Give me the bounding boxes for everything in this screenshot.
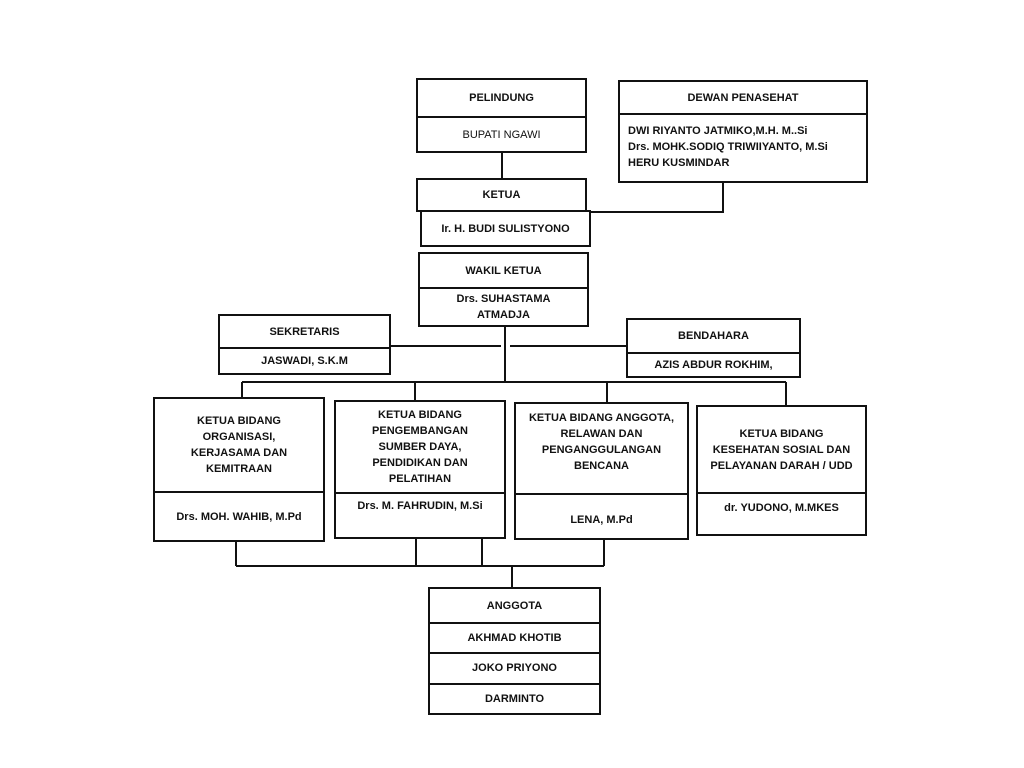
anggota-box: ANGGOTA AKHMAD KHOTIB JOKO PRIYONO DARMI… [428,587,601,715]
bidang-box-3: KETUA BIDANG ANGGOTA, RELAWAN DAN PENGAN… [514,402,689,540]
anggota-member: DARMINTO [430,682,599,713]
bidang-name: LENA, M.Pd [516,493,687,538]
wakil-ketua-title: WAKIL KETUA [465,264,542,277]
ketua-name: Ir. H. BUDI SULISTYONO [441,222,570,235]
bendahara-name: AZIS ABDUR ROKHIM, [628,352,799,376]
sekretaris-title: SEKRETARIS [269,325,340,338]
bidang-title: KETUA BIDANG ORGANISASI, KERJASAMA DAN K… [190,415,288,475]
bidang-title: KETUA BIDANG ANGGOTA, RELAWAN DAN PENGAN… [528,412,675,472]
ketua-title-box: KETUA [416,178,587,212]
dewan-penasehat-box: DEWAN PENASEHAT DWI RIYANTO JATMIKO,M.H.… [618,80,868,183]
bidang-name: dr. YUDONO, M.MKES [698,492,865,534]
ketua-title: KETUA [482,189,521,201]
line-dewan-ketua [586,182,724,213]
dewan-member: Drs. MOHK.SODIQ TRIWIIYANTO, M.Si [628,141,828,153]
wakil-ketua-box: WAKIL KETUA Drs. SUHASTAMA ATMADJA [418,252,589,327]
pelindung-name: BUPATI NGAWI [418,116,585,151]
pelindung-box: PELINDUNG BUPATI NGAWI [416,78,587,153]
bidang-box-1: KETUA BIDANG ORGANISASI, KERJASAMA DAN K… [153,397,325,542]
wakil-ketua-name: Drs. SUHASTAMA ATMADJA [420,287,587,325]
bendahara-box: BENDAHARA AZIS ABDUR ROKHIM, [626,318,801,378]
sekretaris-box: SEKRETARIS JASWADI, S.K.M [218,314,391,375]
pelindung-title: PELINDUNG [469,92,534,104]
bidang-title: KETUA BIDANG PENGEMBANGAN SUMBER DAYA, P… [372,409,468,485]
bidang-box-4: KETUA BIDANG KESEHATAN SOSIAL DAN PELAYA… [696,405,867,536]
bidang-name: Drs. M. FAHRUDIN, M.Si [336,492,504,537]
dewan-penasehat-title: DEWAN PENASEHAT [687,91,799,104]
bidang-title: KETUA BIDANG KESEHATAN SOSIAL DAN PELAYA… [710,427,853,472]
ketua-name-box: Ir. H. BUDI SULISTYONO [420,210,591,247]
dewan-member: DWI RIYANTO JATMIKO,M.H. M..Si [628,125,808,137]
dewan-member: HERU KUSMINDAR [628,157,730,169]
anggota-title: ANGGOTA [486,599,543,612]
sekretaris-name: JASWADI, S.K.M [220,347,389,373]
bidang-box-2: KETUA BIDANG PENGEMBANGAN SUMBER DAYA, P… [334,400,506,539]
anggota-member: JOKO PRIYONO [430,652,599,682]
bidang-name: Drs. MOH. WAHIB, M.Pd [155,491,323,540]
anggota-member: AKHMAD KHOTIB [430,622,599,652]
bendahara-title: BENDAHARA [678,330,749,342]
